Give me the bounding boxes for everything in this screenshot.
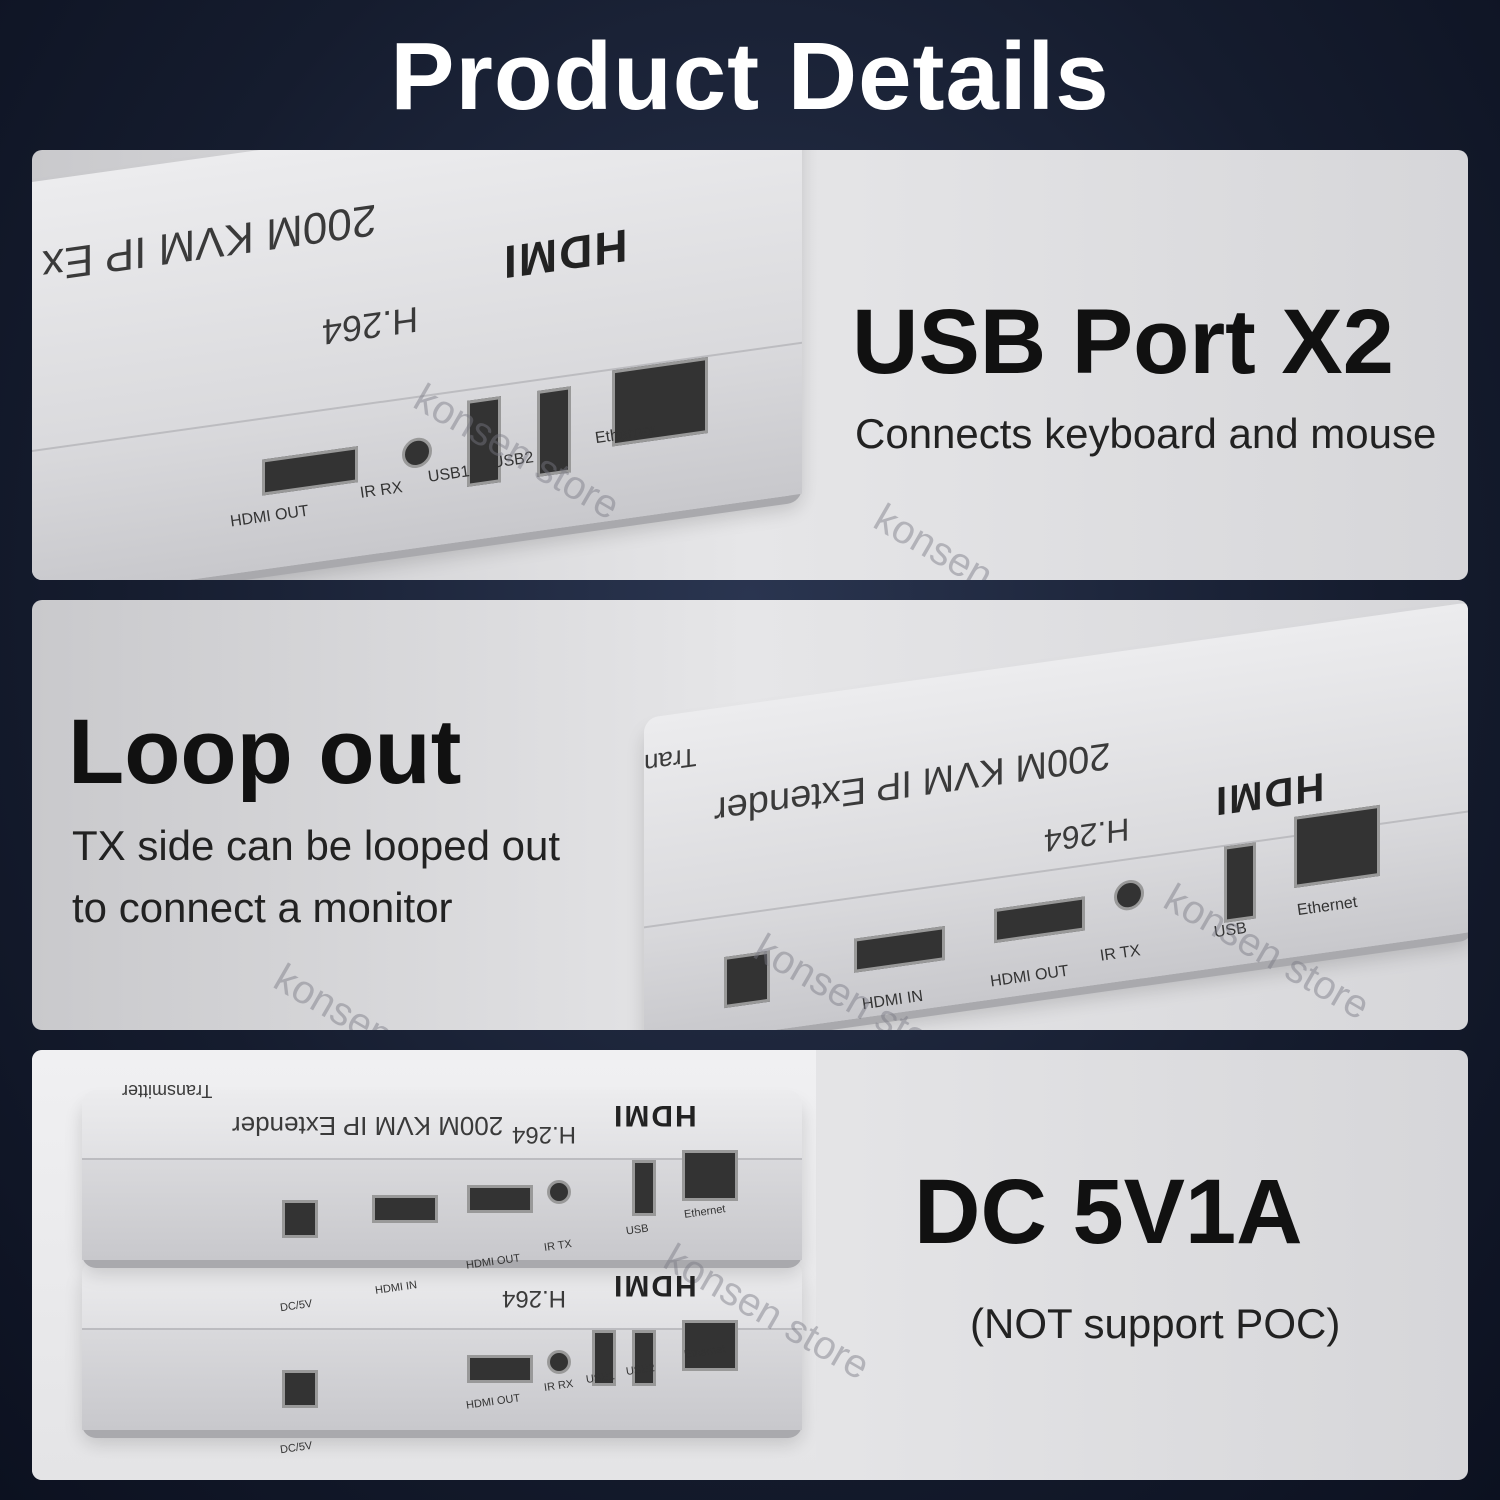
device-front-face	[82, 1320, 802, 1430]
hdmi-port	[994, 896, 1085, 944]
panel-loop-out: Tran 200M KVM IP Extender HDMI H.264 HDM…	[32, 600, 1468, 1030]
ir-port	[402, 435, 432, 470]
hdmi-port	[467, 1355, 533, 1383]
feature-heading: Loop out	[68, 701, 462, 803]
usb-port	[632, 1330, 656, 1386]
device-model-text: 200M KVM IP Extender	[232, 1111, 504, 1141]
feature-heading: USB Port X2	[852, 291, 1394, 393]
watermark: konsen store	[866, 495, 1087, 580]
receiver-device-image: HDMI H.264	[82, 1260, 802, 1430]
codec-text: H.264	[512, 1121, 577, 1148]
codec-text: H.264	[502, 1285, 567, 1312]
hdmi-port	[854, 926, 945, 973]
ir-port	[547, 1350, 571, 1374]
receiver-device-image: 200M KVM IP Ex HDMI H.264	[32, 150, 802, 580]
codec-text: H.264	[322, 298, 419, 354]
device-model-text: 200M KVM IP Ex	[42, 194, 377, 291]
feature-subtext: (NOT support POC)	[970, 1300, 1341, 1347]
hdmi-logo: HDMI	[502, 219, 628, 289]
device-front-face	[82, 1150, 802, 1260]
ir-port	[1114, 878, 1144, 913]
hdmi-port	[372, 1195, 438, 1223]
device-front-face	[32, 341, 802, 580]
device-side-text: Tran	[644, 741, 697, 780]
dc-port	[282, 1370, 318, 1408]
panel-usb-ports: 200M KVM IP Ex HDMI H.264 HDMI OUT IR RX…	[32, 150, 1468, 580]
usb-port	[632, 1160, 656, 1216]
watermark: konsen store	[266, 956, 487, 1030]
feature-heading: DC 5V1A	[914, 1161, 1303, 1263]
feature-subtext-line2: to connect a monitor	[72, 884, 453, 931]
transmitter-device-image: Transmitter 200M KVM IP Extender HDMI H.…	[82, 1081, 802, 1260]
ethernet-port	[682, 1150, 738, 1201]
ethernet-port	[1294, 804, 1380, 888]
dc-port	[282, 1200, 318, 1238]
codec-text: H.264	[1044, 811, 1130, 860]
device-side-text: Transmitter	[122, 1081, 213, 1101]
usb-port	[592, 1330, 616, 1386]
feature-subtext-line1: TX side can be looped out	[72, 822, 561, 869]
hdmi-logo: HDMI	[612, 1099, 697, 1132]
device-model-text: 200M KVM IP Extender	[714, 733, 1111, 832]
panel-power: HDMI H.264 Transmitter 200M KVM IP Exten…	[32, 1050, 1468, 1480]
hdmi-port	[262, 446, 358, 496]
hdmi-port	[467, 1185, 533, 1213]
page-title: Product Details	[390, 23, 1110, 130]
ethernet-port	[682, 1320, 738, 1371]
ir-port	[547, 1180, 571, 1204]
feature-subtext: Connects keyboard and mouse	[855, 410, 1437, 457]
hdmi-logo: HDMI	[612, 1269, 697, 1302]
